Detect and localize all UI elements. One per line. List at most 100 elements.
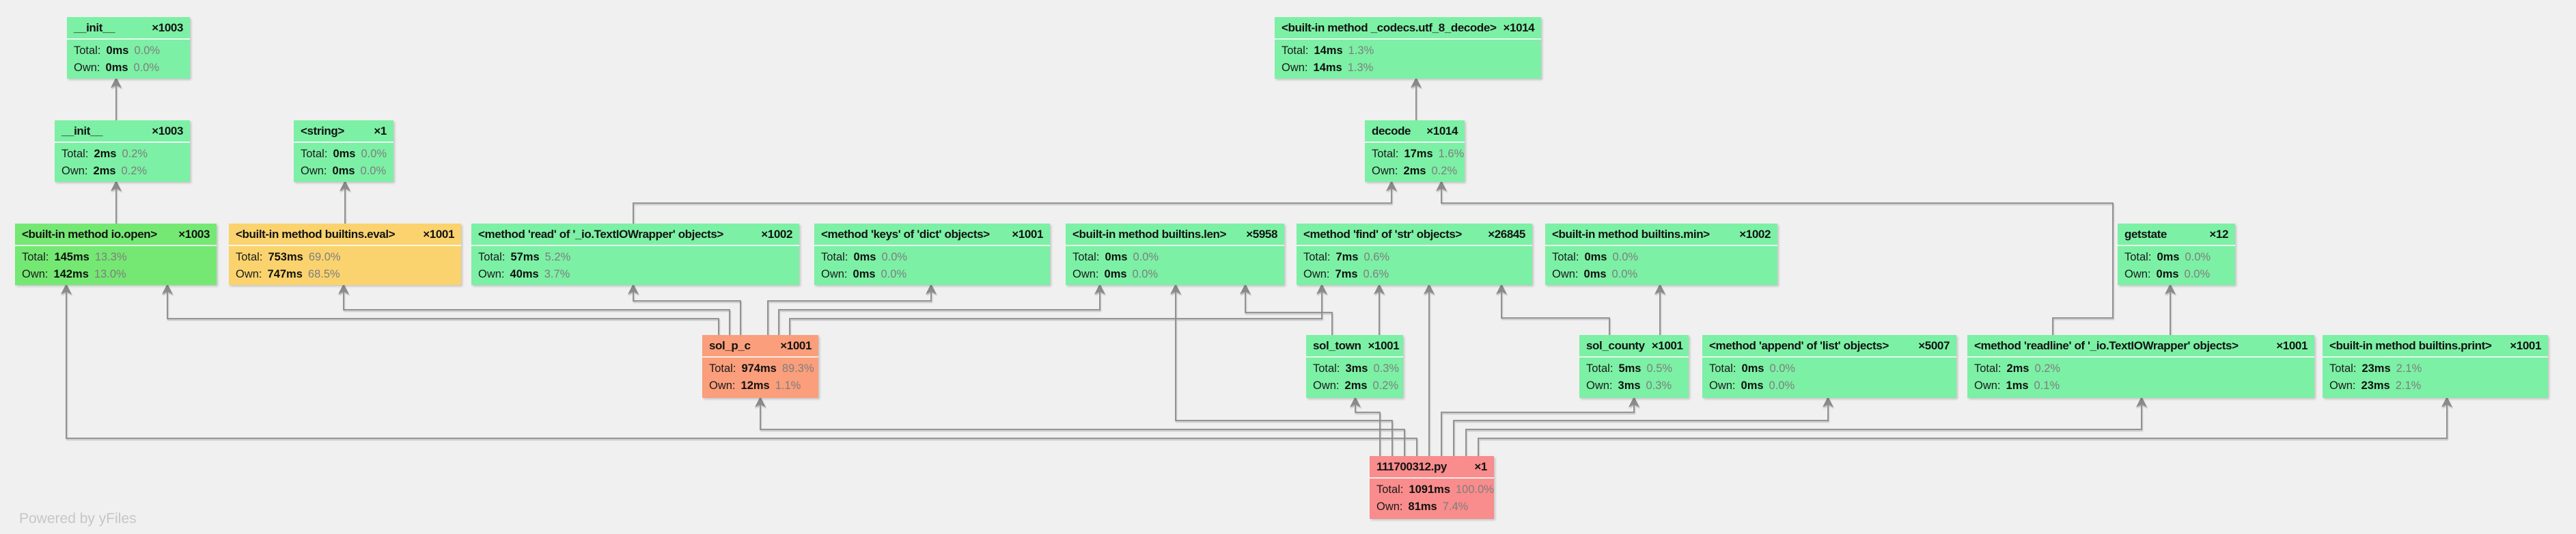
- total-time-row: Total: 14ms 1.3%: [1282, 42, 1534, 59]
- total-label: Total:: [821, 251, 848, 263]
- own-value: 40ms: [510, 268, 539, 280]
- node-function-name: <built-in method builtins.len>: [1072, 228, 1227, 241]
- node-stats: Total: 0ms 0.0% Own: 0ms 0.0%: [2118, 246, 2235, 283]
- graph-node-string[interactable]: <string> ×1 Total: 0ms 0.0% Own: 0ms 0.0…: [294, 120, 393, 182]
- own-time-row: Own: 0ms 0.0%: [1552, 266, 1771, 283]
- own-label: Own:: [236, 268, 262, 280]
- total-time-row: Total: 2ms 0.2%: [1974, 360, 2308, 377]
- own-time-row: Own: 1ms 0.1%: [1974, 377, 2308, 395]
- own-percent: 0.2%: [1431, 165, 1458, 177]
- graph-node-append[interactable]: <method 'append' of 'list' objects> ×500…: [1702, 335, 1956, 398]
- node-title-bar: __init__ ×1003: [67, 17, 190, 40]
- node-call-count: ×1003: [178, 228, 210, 241]
- graph-node-len[interactable]: <built-in method builtins.len> ×5958 Tot…: [1066, 224, 1284, 285]
- graph-node-min[interactable]: <built-in method builtins.min> ×1002 Tot…: [1545, 224, 1777, 285]
- node-title-bar: <built-in method builtins.len> ×5958: [1066, 224, 1284, 246]
- own-value: 0ms: [1104, 268, 1127, 280]
- total-label: Total:: [1974, 362, 2002, 375]
- own-label: Own:: [821, 268, 848, 280]
- own-percent: 0.3%: [1646, 379, 1672, 392]
- node-call-count: ×12: [2209, 228, 2228, 241]
- total-percent: 0.2%: [122, 148, 148, 160]
- own-value: 14ms: [1313, 62, 1342, 74]
- own-time-row: Own: 23ms 2.1%: [2329, 377, 2541, 395]
- node-call-count: ×1002: [761, 228, 792, 241]
- graph-node-readline[interactable]: <method 'readline' of '_io.TextIOWrapper…: [1967, 335, 2314, 398]
- own-value: 0ms: [105, 62, 128, 74]
- node-stats: Total: 17ms 1.6% Own: 2ms 0.2%: [1365, 143, 1465, 180]
- call-edge-read-to-decode: [633, 180, 1398, 224]
- node-function-name: <built-in method builtins.min>: [1552, 228, 1710, 241]
- call-edge-main-script-to-sol-county: [1441, 396, 1640, 456]
- graph-node-init-mid[interactable]: __init__ ×1003 Total: 2ms 0.2% Own: 2ms …: [55, 120, 190, 182]
- call-edge-main-script-to-append: [1453, 396, 1834, 456]
- graph-node-init-top[interactable]: __init__ ×1003 Total: 0ms 0.0% Own: 0ms …: [67, 17, 190, 79]
- total-percent: 0.0%: [1612, 251, 1639, 263]
- graph-node-eval[interactable]: <built-in method builtins.eval> ×1001 To…: [229, 224, 461, 285]
- own-label: Own:: [1282, 62, 1308, 74]
- total-time-row: Total: 5ms 0.5%: [1586, 360, 1682, 377]
- own-label: Own:: [22, 268, 49, 280]
- node-function-name: __init__: [74, 21, 115, 34]
- graph-node-sol-county[interactable]: sol_county ×1001 Total: 5ms 0.5% Own: 3m…: [1579, 335, 1689, 398]
- total-label: Total:: [478, 251, 505, 263]
- graph-node-main-script[interactable]: 111700312.py ×1 Total: 1091ms 100.0% Own…: [1370, 456, 1494, 519]
- own-value: 1ms: [2006, 379, 2029, 392]
- own-time-row: Own: 3ms 0.3%: [1586, 377, 1682, 395]
- graph-node-utf8-decode[interactable]: <built-in method _codecs.utf_8_decode> ×…: [1275, 17, 1541, 79]
- node-title-bar: <method 'find' of 'str' objects> ×26845: [1297, 224, 1532, 246]
- node-call-count: ×1001: [1651, 339, 1683, 352]
- node-title-bar: 111700312.py ×1: [1370, 456, 1494, 479]
- total-time-row: Total: 1091ms 100.0%: [1376, 481, 1494, 498]
- own-percent: 0.0%: [1769, 379, 1795, 392]
- graph-node-decode[interactable]: decode ×1014 Total: 17ms 1.6% Own: 2ms 0…: [1365, 120, 1465, 182]
- own-percent: 2.1%: [2395, 379, 2422, 392]
- own-value: 2ms: [93, 165, 116, 177]
- total-value: 974ms: [741, 362, 777, 375]
- own-time-row: Own: 7ms 0.6%: [1303, 266, 1525, 283]
- call-edge-sol-p-c-to-read: [627, 283, 741, 335]
- node-stats: Total: 0ms 0.0% Own: 0ms 0.0%: [814, 246, 1050, 283]
- own-label: Own:: [2124, 268, 2151, 280]
- node-function-name: <built-in method io.open>: [22, 228, 157, 241]
- own-percent: 3.7%: [544, 268, 570, 280]
- own-value: 2ms: [1344, 379, 1368, 392]
- own-value: 81ms: [1408, 500, 1437, 513]
- total-percent: 1.6%: [1438, 148, 1465, 160]
- total-percent: 0.0%: [134, 44, 161, 57]
- total-time-row: Total: 3ms 0.3%: [1313, 360, 1399, 377]
- node-call-count: ×5958: [1246, 228, 1277, 241]
- call-edge-main-script-to-io-open: [60, 283, 1417, 456]
- total-value: 0ms: [1105, 251, 1128, 263]
- graph-node-read[interactable]: <method 'read' of '_io.TextIOWrapper' ob…: [471, 224, 799, 285]
- graph-node-sol-town[interactable]: sol_town ×1001 Total: 3ms 0.3% Own: 2ms …: [1306, 335, 1403, 398]
- graph-node-keys[interactable]: <method 'keys' of 'dict' objects> ×1001 …: [814, 224, 1050, 285]
- total-percent: 5.2%: [544, 251, 571, 263]
- own-label: Own:: [1372, 165, 1398, 177]
- total-value: 0ms: [1584, 251, 1607, 263]
- node-function-name: <string>: [301, 124, 344, 137]
- total-percent: 0.0%: [2185, 251, 2211, 263]
- total-time-row: Total: 753ms 69.0%: [236, 249, 454, 266]
- graph-node-find[interactable]: <method 'find' of 'str' objects> ×26845 …: [1297, 224, 1532, 285]
- total-value: 5ms: [1618, 362, 1642, 375]
- total-label: Total:: [22, 251, 49, 263]
- call-edge-sol-p-c-to-eval: [337, 283, 730, 335]
- own-percent: 0.0%: [2184, 268, 2211, 280]
- node-function-name: sol_p_c: [709, 339, 751, 352]
- graph-node-getstate[interactable]: getstate ×12 Total: 0ms 0.0% Own: 0ms 0.…: [2118, 224, 2235, 285]
- own-percent: 0.0%: [1611, 268, 1638, 280]
- node-stats: Total: 5ms 0.5% Own: 3ms 0.3%: [1579, 358, 1689, 395]
- own-percent: 0.0%: [1132, 268, 1159, 280]
- graph-node-print[interactable]: <built-in method builtins.print> ×1001 T…: [2323, 335, 2548, 398]
- own-time-row: Own: 14ms 1.3%: [1282, 59, 1534, 77]
- graph-node-io-open[interactable]: <built-in method io.open> ×1003 Total: 1…: [15, 224, 217, 285]
- graph-node-sol-p-c[interactable]: sol_p_c ×1001 Total: 974ms 89.3% Own: 12…: [702, 335, 818, 398]
- own-label: Own:: [478, 268, 505, 280]
- total-time-row: Total: 0ms 0.0%: [1552, 249, 1771, 266]
- node-title-bar: sol_county ×1001: [1579, 335, 1689, 358]
- total-percent: 0.5%: [1646, 362, 1673, 375]
- total-time-row: Total: 0ms 0.0%: [74, 42, 183, 59]
- total-percent: 1.3%: [1348, 44, 1374, 57]
